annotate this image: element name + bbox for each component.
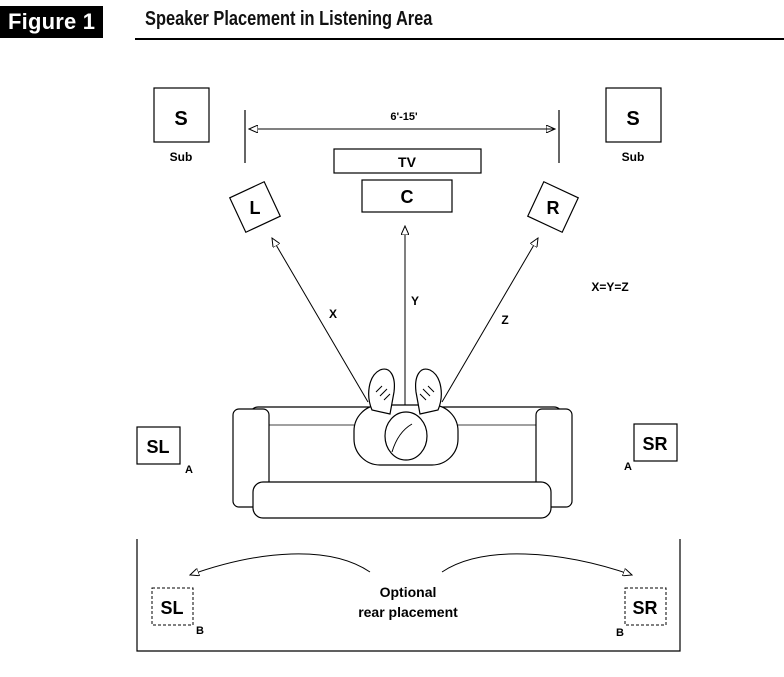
surround-right: SR A	[624, 423, 678, 473]
tv: TV	[333, 148, 482, 174]
surround-right-label: SR	[642, 434, 667, 454]
arrow-x	[272, 238, 369, 403]
width-range-label: 6'-15'	[390, 111, 418, 123]
rear-arrow-right	[441, 553, 632, 575]
surround-left-label: SL	[146, 437, 169, 457]
center-speaker: C	[361, 179, 453, 213]
rear-right-label: SR	[632, 598, 657, 618]
sub-right-box-label: S	[626, 108, 639, 130]
rear-right-pos: B	[616, 627, 624, 639]
distance-arrows	[272, 226, 538, 420]
right-speaker: R	[526, 180, 580, 234]
surround-left: SL A	[136, 426, 193, 476]
left-speaker: L	[228, 180, 282, 234]
width-dimension: 6'-15'	[244, 110, 560, 163]
figure-title: Speaker Placement in Listening Area	[145, 8, 433, 30]
optional-line2: rear placement	[358, 604, 458, 620]
dist-y-label: Y	[411, 294, 419, 308]
dist-z-label: Z	[501, 313, 508, 327]
rear-left-label: SL	[160, 598, 183, 618]
rear-arrow-left	[190, 553, 371, 575]
rear-area	[136, 539, 681, 652]
sub-right: S Sub	[605, 87, 662, 164]
rear-left-pos: B	[196, 625, 204, 637]
figure-badge: Figure 1	[0, 6, 104, 38]
surround-right-pos: A	[624, 461, 632, 473]
title-rule	[135, 38, 784, 40]
sub-left: S Sub	[153, 87, 210, 164]
center-label: C	[401, 187, 414, 207]
rear-left: SL B	[151, 587, 204, 637]
arrow-z	[441, 238, 538, 403]
left-label: L	[250, 198, 261, 218]
rear-right: SR B	[616, 587, 667, 639]
tv-label: TV	[398, 154, 417, 170]
figure-header: Figure 1 Speaker Placement in Listening …	[0, 6, 784, 40]
right-label: R	[547, 198, 560, 218]
sub-left-box-label: S	[174, 108, 187, 130]
sub-right-caption: Sub	[622, 150, 645, 164]
rear-arrows	[190, 553, 632, 575]
optional-line1: Optional	[380, 584, 437, 600]
surround-left-pos: A	[185, 464, 193, 476]
sub-left-caption: Sub	[170, 150, 193, 164]
listener	[353, 368, 459, 466]
dist-x-label: X	[329, 307, 337, 321]
equality-label: X=Y=Z	[591, 280, 628, 294]
